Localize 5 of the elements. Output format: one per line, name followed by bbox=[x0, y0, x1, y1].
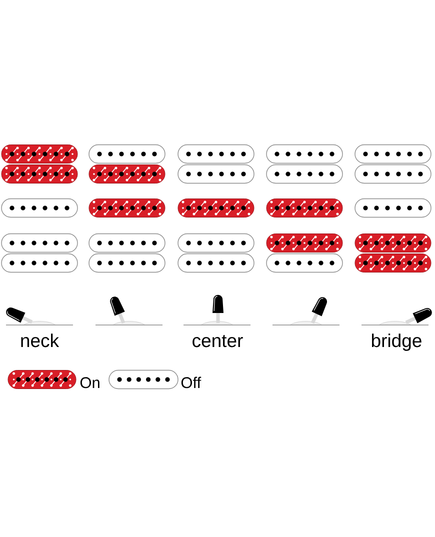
switch-position-label: center bbox=[192, 335, 243, 348]
legend-label: On bbox=[80, 377, 100, 388]
switch-position-label: neck bbox=[21, 334, 60, 348]
legend-label: Off bbox=[181, 376, 202, 388]
switch-position-label: bridge bbox=[372, 334, 422, 351]
